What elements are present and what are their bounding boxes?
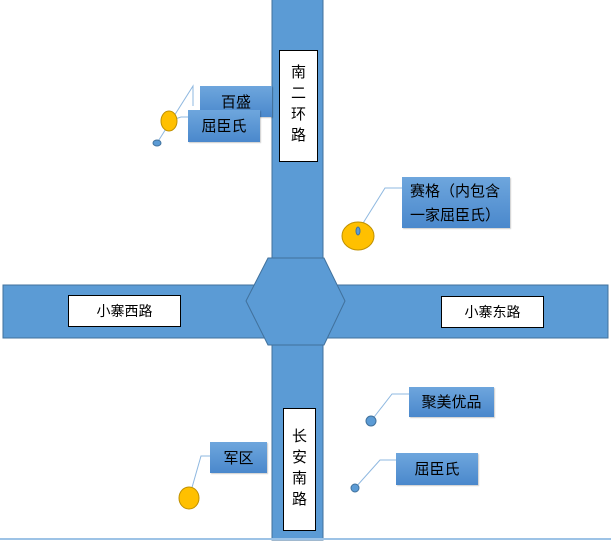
callout-line-jumei [370,393,409,422]
callout-saige: 赛格（内包含一家屈臣氏） [402,177,510,228]
road-label-west: 小寨西路 [68,295,181,327]
intersection-hexagon [245,257,346,346]
marker-gold-junqu [178,486,200,510]
marker-blue-watsons-se [350,483,360,493]
callout-watsons-nw: 屈臣氏 [188,110,260,142]
marker-gold-saige [341,221,375,251]
callout-junqu: 军区 [210,442,267,473]
marker-blue-saige [355,226,361,236]
callout-watsons-se: 屈臣氏 [396,453,478,485]
road-label-north: 南二环路 [279,50,318,162]
marker-gold-nw [160,110,178,132]
marker-blue-jumei [365,415,377,427]
road-label-east: 小寨东路 [441,296,544,328]
callout-line-watsons-se [354,459,396,489]
road-label-south: 长安南路 [283,408,316,531]
callout-line-saige [359,187,402,229]
callout-jumei: 聚美优品 [409,387,494,417]
callout-line-junqu [188,455,210,499]
marker-blue-nw [152,139,162,147]
